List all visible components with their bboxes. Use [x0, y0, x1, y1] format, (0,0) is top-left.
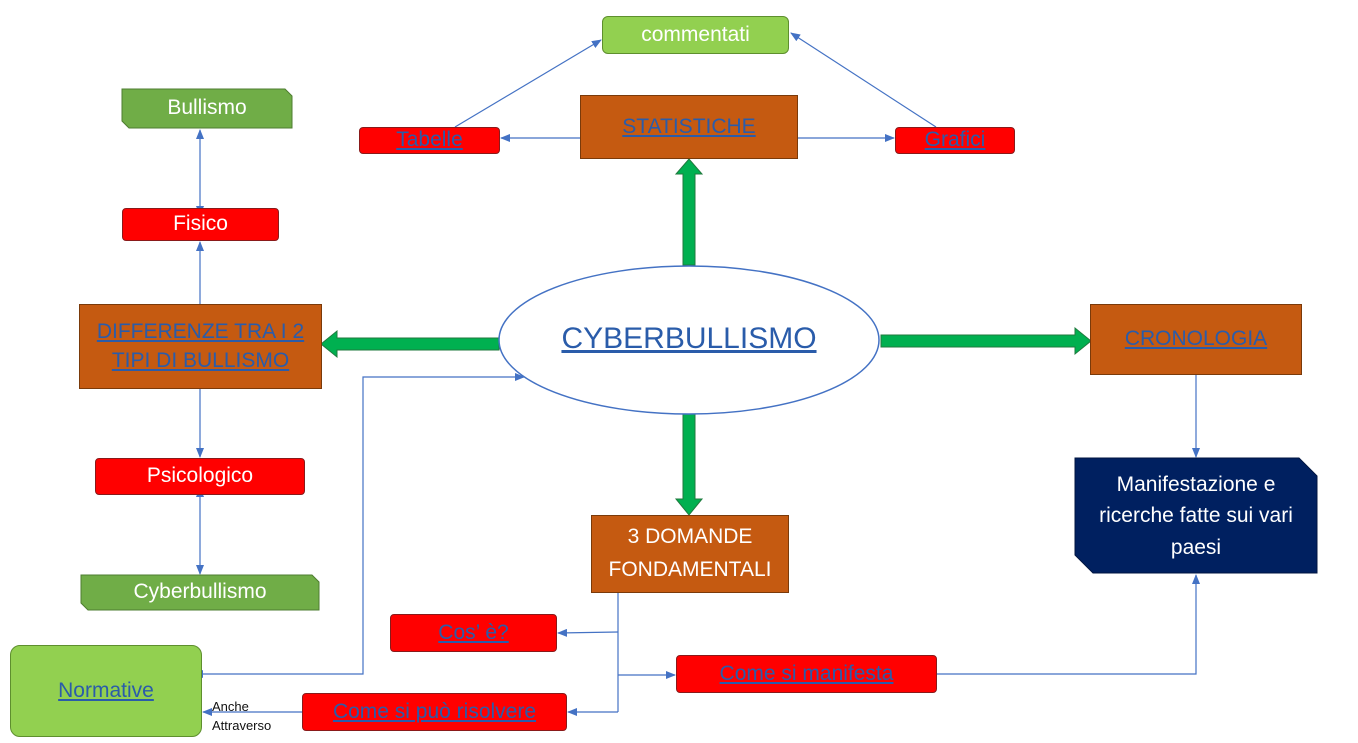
grafici-node[interactable]: Grafici: [895, 127, 1015, 154]
connector-normative-center: [193, 373, 525, 678]
thick-arrow-up: [674, 158, 704, 266]
differenze-node[interactable]: DIFFERENZE TRA I 2 TIPI DI BULLISMO: [79, 304, 322, 389]
bullismo-label: Bullismo: [167, 96, 247, 120]
connector-domande-cose: [557, 628, 619, 637]
grafici-link[interactable]: Grafici: [924, 128, 986, 152]
fisico-label: Fisico: [173, 212, 228, 236]
commentati-node: commentati: [602, 16, 789, 54]
cronologia-link[interactable]: CRONOLOGIA: [1124, 327, 1268, 351]
statistiche-link[interactable]: STATISTICHE: [622, 114, 756, 138]
bullismo-shape: [121, 88, 293, 129]
cyberbullismo-small-node: Cyberbullismo: [81, 575, 319, 610]
anche-text: Anche: [212, 699, 249, 714]
commentati-label: commentati: [641, 22, 750, 46]
cyberbullismo-shape: [80, 574, 320, 611]
domande-node: 3 DOMANDE FONDAMENTALI: [591, 515, 789, 593]
anche-attraverso-label: Anche Attraverso: [212, 698, 271, 736]
center-node[interactable]: CYBERBULLISMO: [520, 316, 858, 362]
statistiche-node[interactable]: STATISTICHE: [580, 95, 798, 159]
psicologico-node: Psicologico: [95, 458, 305, 495]
manifestazione-label: Manifestazione e ricerche fatte sui vari…: [1099, 472, 1293, 559]
bullismo-node: Bullismo: [122, 89, 292, 128]
tabelle-link[interactable]: Tabelle: [396, 128, 463, 152]
connector-grafici-commentati: [790, 32, 937, 128]
cose-link[interactable]: Cos’ è?: [438, 620, 509, 644]
domande-label: 3 DOMANDE FONDAMENTALI: [608, 525, 772, 581]
thick-arrow-left: [320, 329, 500, 359]
normative-node[interactable]: Normative: [10, 645, 202, 737]
thick-arrow-right: [880, 326, 1092, 356]
manifestazione-shape: [1074, 457, 1318, 574]
fisico-node: Fisico: [122, 208, 279, 241]
tabelle-node[interactable]: Tabelle: [359, 127, 500, 154]
come-manifesta-node[interactable]: Come si manifesta: [676, 655, 937, 693]
cronologia-node[interactable]: CRONOLOGIA: [1090, 304, 1302, 375]
center-ellipse: [498, 265, 880, 415]
attraverso-text: Attraverso: [212, 717, 272, 733]
come-manifesta-link[interactable]: Come si manifesta: [719, 661, 894, 685]
cose-node[interactable]: Cos’ è?: [390, 614, 557, 652]
come-risolvere-node[interactable]: Come si può risolvere: [302, 693, 567, 731]
normative-link[interactable]: Normative: [58, 678, 154, 702]
cyberbullismo-small-label: Cyberbullismo: [133, 580, 267, 604]
center-label[interactable]: CYBERBULLISMO: [561, 321, 817, 355]
thick-arrow-down: [674, 413, 704, 516]
connector-tabelle-commentati: [454, 39, 602, 128]
come-risolvere-link[interactable]: Come si può risolvere: [332, 699, 537, 723]
manifestazione-node: Manifestazione e ricerche fatte sui vari…: [1085, 462, 1307, 570]
connector-manifesta-manifestazione: [937, 574, 1200, 675]
psicologico-label: Psicologico: [146, 464, 254, 488]
differenze-link[interactable]: DIFFERENZE TRA I 2 TIPI DI BULLISMO: [96, 320, 305, 372]
